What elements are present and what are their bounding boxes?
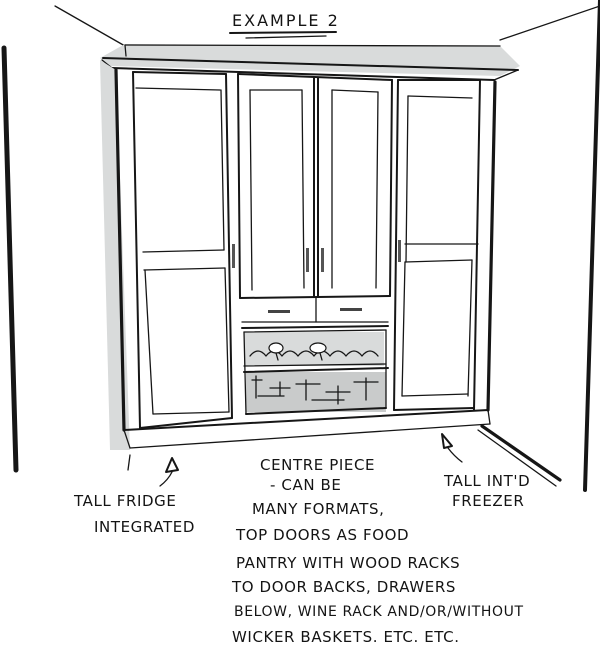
annotation-centre-line-6: TO DOOR BACKS, DRAWERS [231,578,456,596]
sketch-title: EXAMPLE 2 [232,11,340,30]
centre-drawers [239,295,391,329]
annotation-centre-line-3: MANY FORMATS, [252,500,385,518]
annotation-centre-line-2: - CAN BE [270,476,341,494]
centre-top-left-door [237,73,315,299]
arrow-left-icon [165,457,179,473]
handle-icon [232,244,235,268]
annotation-centre-line-4: TOP DOORS AS FOOD [235,526,409,544]
annotation-centre-line-8: WICKER BASKETS. ETC. ETC. [232,628,460,646]
annotation-left-line-1: TALL FRIDGE [73,492,176,510]
room-outline [1,0,600,492]
wine-rack [243,329,387,367]
annotation-centre-line-7: BELOW, WINE RACK AND/OR/WITHOUT [234,604,524,620]
left-tall-door [132,71,235,429]
handle-icon [321,248,324,272]
wine-bottle-icon [309,342,327,354]
title-underline [229,31,337,34]
wicker-basket [243,329,389,415]
handle-icon [398,240,401,262]
annotation-left-line-2: INTEGRATED [94,518,195,536]
cabinet-carcass [114,68,497,449]
wine-bottle-icon [268,342,284,354]
annotation-arrows [159,433,463,487]
handle-icon [306,248,309,272]
right-tall-door [393,79,481,411]
annotation-right-line-1: TALL INT'D [443,472,530,490]
annotation-centre-line-5: PANTRY WITH WOOD RACKS [236,554,460,572]
centre-top-right-door [237,73,393,297]
annotation-right-line-2: FREEZER [452,492,524,510]
arrow-right-icon [441,433,453,449]
drawer-handle-icon [268,310,290,313]
drawer-handle-icon [340,308,362,311]
annotation-centre-line-1: CENTRE PIECE [260,456,375,474]
